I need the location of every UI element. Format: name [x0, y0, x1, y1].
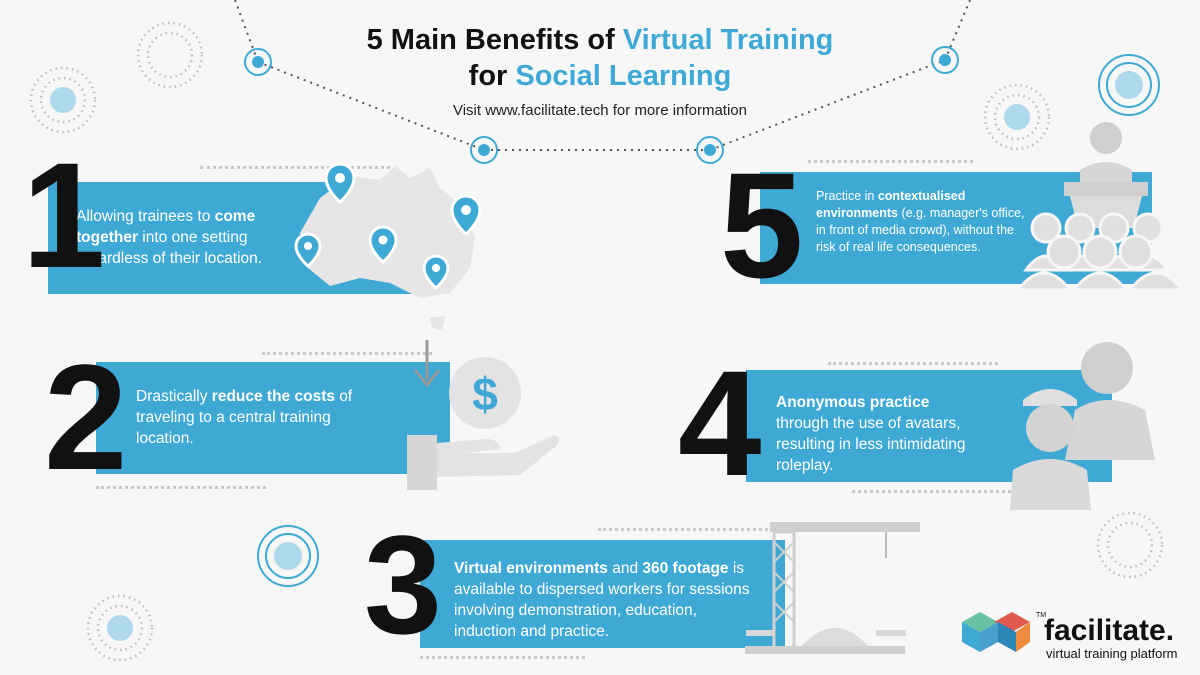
avatars-icon: [1010, 342, 1155, 510]
page-title: 5 Main Benefits of Virtual Training for …: [0, 22, 1200, 94]
concentric-ring-icon: [257, 54, 1160, 587]
facilitate-logo-icon: [962, 612, 1030, 652]
benefit-1-text: Allowing trainees to come together into …: [76, 208, 263, 267]
audience-presenter-icon: [1014, 122, 1186, 292]
benefit-card-3: Virtual environments and 360 footage is …: [420, 540, 785, 648]
title-line2-prefix: for: [468, 60, 516, 92]
benefit-number-1: 1: [22, 131, 106, 299]
logo-tagline: virtual training platform: [1046, 646, 1178, 661]
title-accent-virtual-training: Virtual Training: [622, 24, 834, 56]
benefit-number-4: 4: [678, 339, 762, 507]
dollar-icon: $: [472, 368, 498, 420]
money-hand-icon: $: [407, 340, 559, 490]
divider-dots: [262, 352, 432, 355]
network-node-icon: [244, 46, 959, 164]
network-lines: [234, 0, 971, 151]
divider-dots: [828, 362, 998, 365]
logo-name: facilitate.: [1044, 614, 1175, 647]
divider-dots: [852, 490, 1017, 493]
benefit-number-5: 5: [720, 141, 804, 309]
divider-dots: [808, 160, 973, 163]
divider-dots: [200, 166, 390, 169]
benefit-5-text: Practice in contextualised environments …: [816, 189, 1025, 254]
benefit-2-text: Drastically reduce the costs of travelin…: [136, 388, 353, 447]
divider-dots: [420, 656, 585, 659]
benefit-number-2: 2: [44, 333, 128, 501]
benefit-3-text: Virtual environments and 360 footage is …: [454, 560, 750, 640]
australia-map-icon: [294, 162, 482, 330]
page-subtitle: Visit www.facilitate.tech for more infor…: [452, 102, 747, 119]
benefit-number-3: 3: [364, 506, 442, 663]
title-prefix: 5 Main Benefits of: [366, 24, 623, 56]
construction-crane-icon: [745, 522, 920, 654]
dotted-ring-icon: [29, 21, 1164, 662]
benefit-card-2: Drastically reduce the costs of travelin…: [96, 362, 450, 474]
benefit-4-text: Anonymous practice through the use of av…: [776, 394, 966, 474]
logo-trademark: TM: [1036, 612, 1047, 619]
location-pin-icon: [294, 162, 482, 290]
divider-dots: [598, 528, 773, 531]
title-accent-social-learning: Social Learning: [515, 60, 732, 92]
divider-dots: [96, 486, 266, 489]
